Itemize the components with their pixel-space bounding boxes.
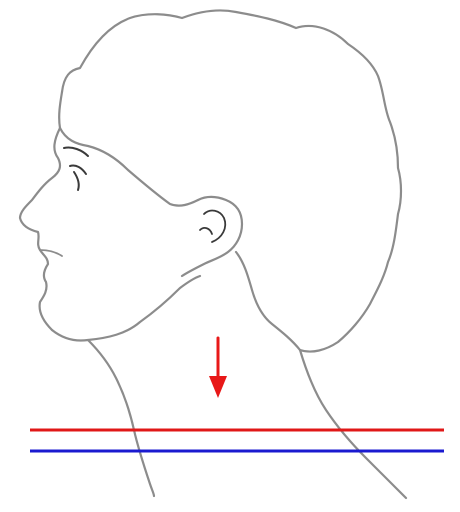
neck-back — [300, 350, 406, 498]
ear-outline — [182, 197, 242, 276]
nape-line — [236, 252, 300, 350]
jaw-line — [52, 276, 200, 341]
hair-outline — [62, 10, 401, 351]
face-profile — [20, 128, 60, 330]
arrow-head — [209, 376, 227, 398]
ear-inner — [200, 211, 225, 242]
eye-brow — [64, 147, 88, 190]
neck-front — [88, 340, 154, 496]
hairline — [59, 92, 198, 206]
